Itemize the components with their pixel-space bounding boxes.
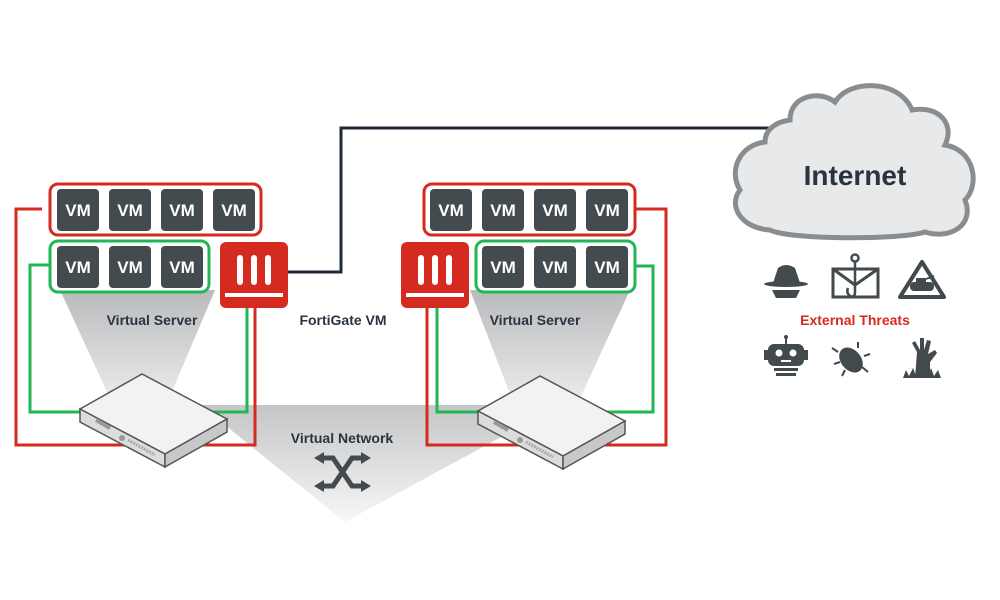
switch-arrows-icon [314, 452, 371, 492]
spy-icon [764, 265, 808, 298]
right-server-label: Virtual Server [490, 312, 581, 328]
phishing-icon [831, 253, 880, 299]
vm-box[interactable]: VM [586, 189, 628, 231]
fortigate-firewall-right[interactable] [401, 242, 469, 308]
svg-text:VM: VM [594, 201, 620, 220]
svg-text:VM: VM [169, 201, 195, 220]
svg-text:VM: VM [594, 258, 620, 277]
vm-box[interactable]: VM [586, 246, 628, 288]
left-green-link [28, 263, 249, 414]
svg-text:VM: VM [117, 201, 143, 220]
internet-link [288, 126, 780, 274]
svg-text:VM: VM [490, 201, 516, 220]
tank-warning-icon [898, 260, 946, 299]
svg-text:VM: VM [221, 201, 247, 220]
external-threats-label: External Threats [800, 312, 910, 328]
virtual-network-fan [200, 405, 560, 522]
robot-icon [764, 335, 808, 376]
vm-box[interactable]: VM [534, 189, 576, 231]
vm-box[interactable]: VM [109, 246, 151, 288]
bug-icon [831, 342, 871, 377]
svg-text:VM: VM [542, 258, 568, 277]
left-red-link [14, 207, 257, 447]
svg-text:VM: VM [438, 201, 464, 220]
right-red-vm-group: VM VM VM VM [422, 182, 637, 237]
svg-text:VM: VM [169, 258, 195, 277]
right-server-fan [470, 290, 630, 420]
zombie-hand-icon [903, 338, 941, 378]
fortigate-icon [225, 255, 283, 297]
internet-cloud[interactable]: Internet [732, 83, 976, 241]
left-red-vm-group: VM VM VM VM [48, 182, 263, 237]
left-server-label: Virtual Server [107, 312, 198, 328]
left-green-vm-group: VM VM VM [48, 239, 211, 294]
right-green-link [435, 264, 655, 414]
vm-box[interactable]: VM [213, 189, 255, 231]
vm-box[interactable]: VM [534, 246, 576, 288]
svg-text:VM: VM [542, 201, 568, 220]
vm-box[interactable]: VM [161, 189, 203, 231]
right-green-vm-group: VM VM VM [474, 239, 637, 294]
vm-box[interactable]: VM [57, 246, 99, 288]
vm-box[interactable]: VM [482, 246, 524, 288]
vm-box[interactable]: VM [161, 246, 203, 288]
svg-text:VM: VM [117, 258, 143, 277]
vm-box[interactable]: VM [482, 189, 524, 231]
internet-label: Internet [804, 160, 907, 191]
fortigate-firewall-left[interactable] [220, 242, 288, 308]
virtual-network-label: Virtual Network [291, 430, 394, 446]
fortigate-icon [406, 255, 464, 297]
left-server-hardware[interactable] [78, 373, 229, 469]
svg-text:VM: VM [65, 201, 91, 220]
vm-box[interactable]: VM [430, 189, 472, 231]
svg-text:VM: VM [65, 258, 91, 277]
vm-box[interactable]: VM [57, 189, 99, 231]
fortigate-label: FortiGate VM [299, 312, 386, 328]
right-server-hardware[interactable] [476, 375, 627, 471]
svg-text:VM: VM [490, 258, 516, 277]
left-server-fan [60, 290, 215, 420]
vm-box[interactable]: VM [109, 189, 151, 231]
right-red-link [425, 207, 668, 447]
